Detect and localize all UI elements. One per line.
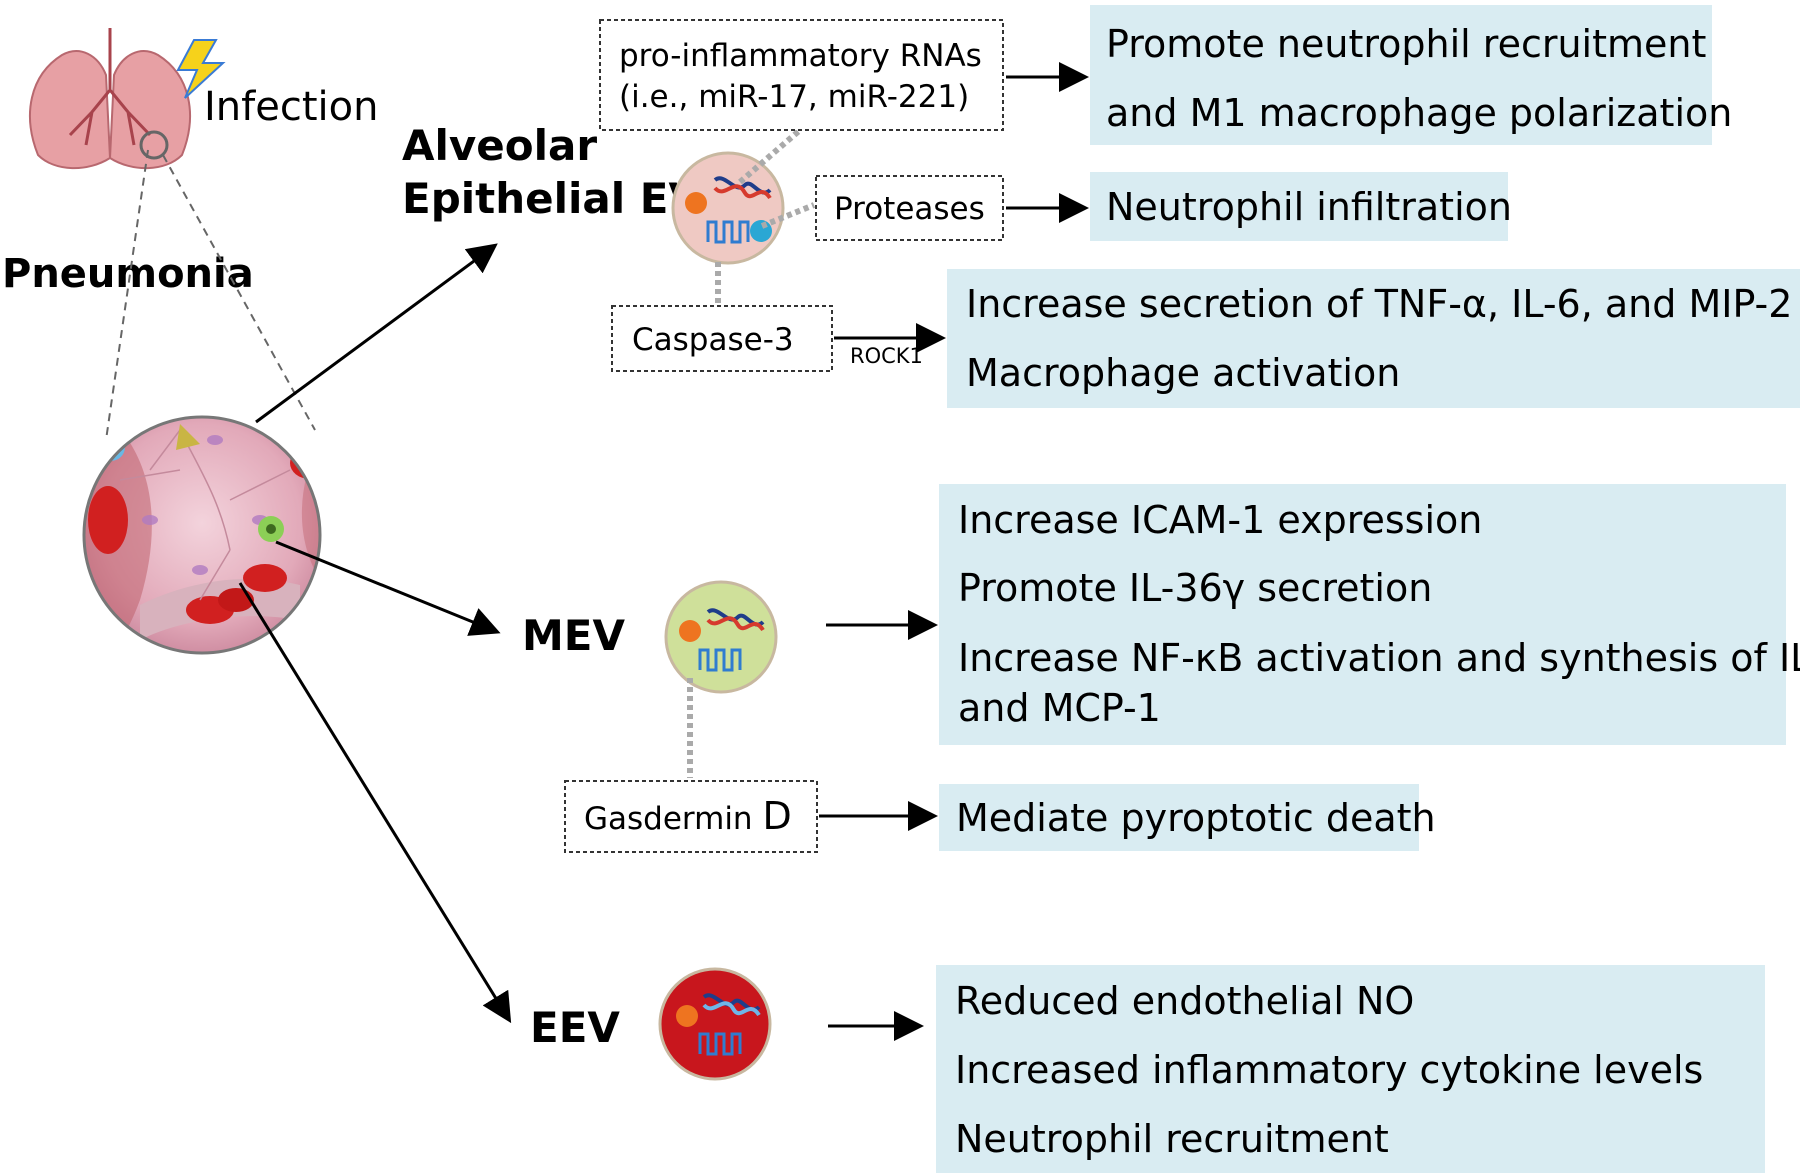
rock-label: ROCK1 bbox=[850, 344, 923, 368]
effect-box-proteases bbox=[1090, 172, 1508, 241]
effect-box-caspase bbox=[947, 269, 1800, 408]
effect-proteases: Neutrophil infiltration bbox=[1106, 185, 1512, 229]
effect-caspase-line1: Increase secretion of TNF-α, IL-6, and M… bbox=[966, 282, 1792, 326]
lungs-icon bbox=[29, 28, 191, 170]
effect-box-eev bbox=[936, 965, 1765, 1173]
arrow-to-eev bbox=[238, 582, 512, 1024]
alveolus-illustration bbox=[82, 415, 322, 655]
lightning-icon bbox=[176, 39, 226, 99]
alveolar-title-line2: Epithelial EV bbox=[402, 174, 701, 223]
mev-title: MEV bbox=[522, 611, 625, 660]
rna-box bbox=[599, 19, 1004, 131]
effect-eev-line2: Increased inflammatory cytokine levels bbox=[955, 1048, 1703, 1092]
infection-label: Infection bbox=[204, 84, 378, 130]
arrow-to-alveolar bbox=[255, 243, 498, 424]
effect-eev-line1: Reduced endothelial NO bbox=[955, 979, 1414, 1023]
effect-mev-line1: Increase ICAM-1 expression bbox=[958, 498, 1482, 542]
caspase-box bbox=[611, 305, 833, 372]
effect-box-rna bbox=[1090, 5, 1712, 145]
mev-icon bbox=[664, 580, 778, 694]
effect-mev-line4: and MCP-1 bbox=[958, 686, 1161, 730]
gasdermin-label: Gasdermin D bbox=[584, 794, 792, 838]
effect-box-gasdermin bbox=[939, 784, 1419, 851]
effect-caspase-line2: Macrophage activation bbox=[966, 351, 1400, 395]
effect-rna-line1: Promote neutrophil recruitment bbox=[1106, 22, 1706, 66]
alveolar-ev-icon bbox=[671, 151, 785, 265]
proteases-label: Proteases bbox=[834, 191, 985, 227]
alveolar-title-line1: Alveolar bbox=[402, 121, 597, 170]
effect-eev-line3: Neutrophil recruitment bbox=[955, 1117, 1389, 1161]
effect-mev-line3: Increase NF-κB activation and synthesis … bbox=[958, 636, 1800, 680]
eev-title: EEV bbox=[530, 1003, 620, 1052]
rna-box-line1: pro-inflammatory RNAs bbox=[619, 38, 982, 74]
arrow-to-mev bbox=[275, 540, 501, 636]
gasdermin-box bbox=[564, 780, 818, 853]
rna-box-line2: (i.e., miR-17, miR-221) bbox=[619, 79, 969, 115]
effect-rna-line2: and M1 macrophage polarization bbox=[1106, 91, 1732, 135]
effect-mev-line2: Promote IL-36γ secretion bbox=[958, 566, 1432, 610]
proteases-box bbox=[815, 175, 1004, 241]
effect-gasdermin: Mediate pyroptotic death bbox=[956, 796, 1436, 840]
eev-icon bbox=[658, 967, 772, 1081]
effect-box-mev bbox=[939, 484, 1786, 745]
caspase-label: Caspase-3 bbox=[632, 322, 794, 358]
